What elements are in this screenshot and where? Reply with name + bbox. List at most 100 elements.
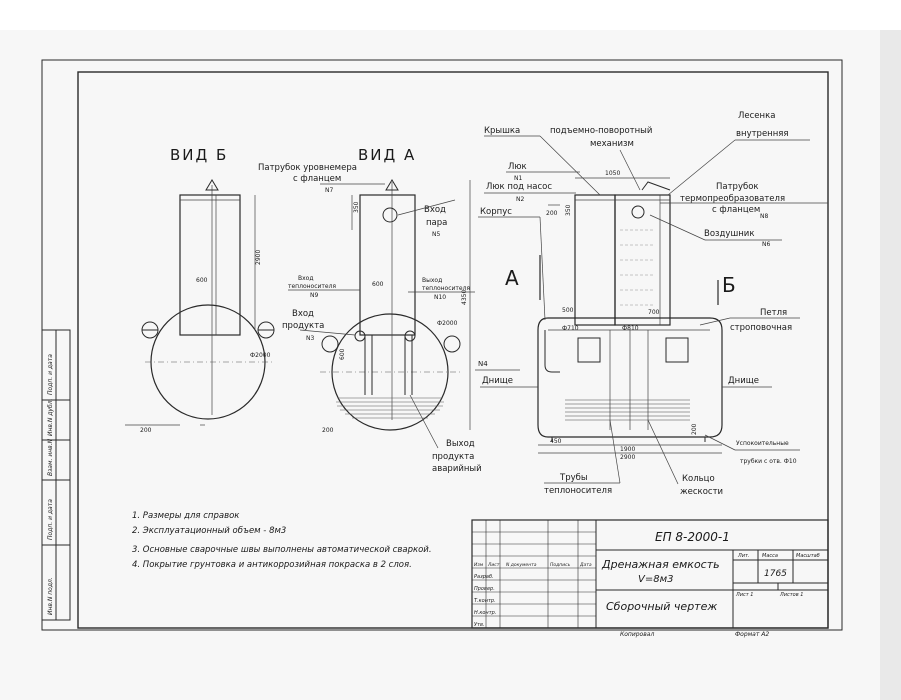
note-1: 1. Размеры для справок	[132, 511, 240, 521]
dim-200-d: 200	[691, 423, 698, 435]
dim-2900-b: 2900	[255, 250, 262, 265]
view-a: ВИД А 350 600 4350 Ф2000 600	[320, 146, 520, 431]
label-heat-out: Выход	[422, 277, 442, 284]
label-product-out: Выход	[446, 439, 475, 449]
view-b: ВИД Б 2900 600 Ф2000 200	[125, 146, 275, 434]
label-breather: Воздушник	[704, 229, 754, 239]
label-steam-in: Вход	[424, 205, 446, 215]
note-3: 3. Основные сварочные швы выполнены авто…	[132, 545, 432, 555]
svg-text:пара: пара	[426, 218, 447, 228]
svg-text:механизм: механизм	[590, 139, 634, 149]
svg-text:Формат А2: Формат А2	[735, 631, 769, 638]
svg-text:продукта: продукта	[432, 452, 474, 462]
svg-text:N10: N10	[434, 294, 446, 301]
right-callouts: Крышка подъемно-поворотный механизм Лесе…	[478, 111, 828, 497]
svg-text:теплоносителя: теплоносителя	[544, 486, 612, 496]
svg-text:продукта: продукта	[282, 321, 324, 331]
label-hatch: Люк	[508, 162, 527, 172]
svg-text:N2: N2	[516, 196, 524, 203]
label-level-nozzle: Патрубок уровнемера	[258, 163, 357, 173]
inner-frame	[77, 71, 829, 629]
dim-600-b: 600	[196, 277, 208, 284]
label-product-in: Вход	[292, 309, 314, 319]
label-lid: Крышка	[484, 126, 520, 136]
label-bottom-right: Днище	[728, 376, 759, 386]
svg-text:Утв.: Утв.	[474, 622, 485, 628]
svg-text:Н.контр.: Н.контр.	[474, 610, 496, 616]
svg-text:Подпись: Подпись	[550, 562, 571, 568]
dim-700: 700	[648, 309, 660, 316]
label-bottom-left: Днище	[482, 376, 513, 386]
svg-text:строповочная: строповочная	[730, 323, 792, 333]
label-ring: Кольцо	[682, 474, 715, 484]
label-ladder: Лесенка	[738, 111, 775, 121]
dim-2900: 2900	[620, 454, 635, 461]
svg-text:с фланцем: с фланцем	[712, 205, 760, 215]
dim-710: Ф710	[562, 325, 579, 332]
side-stamp: Подп. и дата Инв.N дубл. Взам. инв.N Под…	[41, 329, 71, 621]
svg-text:Изм: Изм	[474, 562, 484, 568]
section-b-mark: Б	[722, 273, 736, 297]
label-pump-hatch: Люк под насос	[486, 182, 552, 192]
svg-text:N7: N7	[325, 187, 333, 194]
svg-text:Разраб.: Разраб.	[474, 574, 494, 580]
dim-500: 500	[562, 307, 574, 314]
dim-2000-b: Ф2000	[250, 352, 271, 359]
svg-text:с фланцем: с фланцем	[293, 174, 341, 184]
svg-text:теплоносителя: теплоносителя	[422, 285, 470, 292]
title-block: Изм Лист N документа Подпись Дата Разраб…	[471, 519, 829, 638]
section-a-mark: А	[505, 266, 519, 290]
dim-2000-a: Ф2000	[437, 320, 458, 327]
dim-200-c: 200	[546, 210, 558, 217]
dim-1900: 1900	[620, 446, 635, 453]
dim-810: Ф810	[622, 325, 639, 332]
svg-text:внутренняя: внутренняя	[736, 129, 789, 139]
label-sling: Петля	[760, 308, 787, 318]
label-pipes: Трубы	[559, 473, 588, 483]
label-mechanism: подъемно-поворотный	[550, 126, 652, 136]
svg-text:N документа: N документа	[506, 562, 537, 568]
dim-600-a: 600	[372, 281, 384, 288]
label-nozzle: Патрубок	[716, 182, 759, 192]
label-body: Корпус	[480, 207, 512, 217]
dim-200-a: 200	[322, 427, 334, 434]
svg-text:N1: N1	[514, 175, 522, 182]
svg-text:Масса: Масса	[762, 553, 778, 559]
svg-text:Т.контр.: Т.контр.	[474, 598, 496, 604]
svg-text:N9: N9	[310, 292, 318, 299]
svg-text:Лит.: Лит.	[737, 553, 750, 559]
label-n4: N4	[478, 360, 488, 368]
svg-text:Копировал: Копировал	[620, 631, 654, 638]
notes-block: 1. Размеры для справок 2. Эксплуатационн…	[132, 511, 432, 570]
svg-text:N6: N6	[762, 241, 770, 248]
dim-350-b: 350	[565, 204, 572, 216]
dim-200-b: 200	[140, 427, 152, 434]
note-4: 4. Покрытие грунтовка и антикоррозийная …	[132, 560, 412, 570]
stamp-text-3: Взам. инв.N	[47, 438, 54, 476]
svg-text:Лист: Лист	[487, 562, 500, 568]
mass-value: 1765	[764, 569, 787, 579]
svg-text:трубки с отв. Ф10: трубки с отв. Ф10	[740, 458, 797, 465]
svg-text:N3: N3	[306, 335, 314, 342]
stamp-text-5: Инв.N подл.	[47, 577, 54, 615]
dim-350-a: 350	[353, 201, 360, 213]
doc-volume: V=8м3	[638, 574, 674, 585]
note-2: 2. Эксплуатационный объем - 8м3	[132, 526, 286, 536]
dim-450: 450	[550, 438, 562, 445]
view-a-title: ВИД А	[358, 146, 416, 164]
svg-text:Лист 1: Лист 1	[735, 592, 753, 598]
svg-text:жескости: жескости	[680, 487, 723, 497]
section-view: А Б 105	[505, 170, 736, 461]
svg-text:N8: N8	[760, 213, 768, 220]
label-supports: Успокоительные	[736, 440, 789, 447]
doc-name: Дренажная емкость	[601, 558, 720, 571]
view-b-title: ВИД Б	[170, 146, 228, 164]
left-callouts: Патрубок уровнемера с фланцем N7 Вход па…	[200, 163, 482, 474]
doc-code: ЕП 8-2000-1	[655, 530, 730, 544]
svg-text:Масштаб: Масштаб	[796, 553, 820, 559]
dim-4350: 4350	[461, 290, 468, 305]
svg-text:термопреобразователя: термопреобразователя	[680, 194, 785, 204]
stamp-text-4: Подп. и дата	[47, 499, 54, 540]
label-heat-in: Вход	[298, 275, 314, 282]
